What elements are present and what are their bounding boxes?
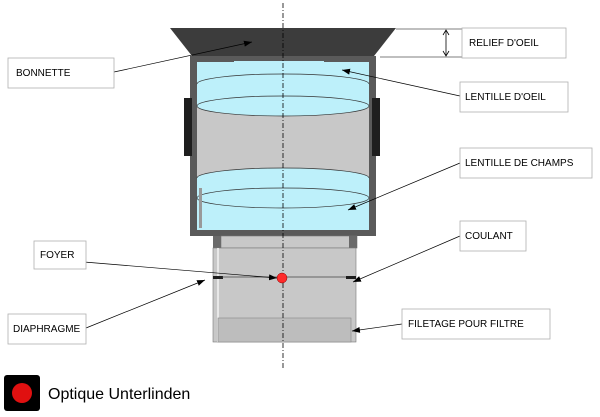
label-coulant: COULANT (459, 220, 527, 252)
barrel-stop-left (213, 236, 221, 248)
label-lentille-champs: LENTILLE DE CHAMPS (459, 147, 593, 179)
label-lentille-oeil: LENTILLE D'OEIL (459, 81, 569, 113)
diaphragm-right (346, 276, 356, 279)
filter-thread (217, 317, 352, 343)
label-coulant-text: COULANT (465, 231, 513, 242)
label-relief-oeil-text: RELIEF D'OEIL (469, 38, 539, 49)
eye-relief-dimension (380, 28, 462, 58)
leader-lentille-champs (347, 162, 461, 211)
label-lentille-oeil-text: LENTILLE D'OEIL (465, 92, 546, 103)
label-bonnette-text: BONNETTE (16, 68, 71, 79)
leader-bonnette (113, 40, 253, 73)
focus-point (276, 272, 288, 284)
label-diaphragme: DIAPHRAGME (7, 313, 87, 345)
label-diaphragme-text: DIAPHRAGME (13, 324, 81, 335)
housing-top-lug-right (324, 56, 376, 62)
label-filetage: FILETAGE POUR FILTRE (401, 308, 551, 340)
housing-top-lug-left (190, 56, 234, 62)
eyecup (170, 28, 396, 56)
leader-diaphragme (85, 279, 206, 329)
brand-name: Optique Unterlinden (48, 386, 190, 403)
grip-right (372, 98, 380, 156)
leader-filetage (351, 323, 403, 333)
leader-lentille-oeil (341, 68, 461, 97)
leader-coulant (352, 235, 461, 283)
label-relief-oeil: RELIEF D'OEIL (461, 27, 567, 59)
label-lentille-champs-text: LENTILLE DE CHAMPS (465, 158, 574, 169)
leader-foyer (83, 261, 278, 281)
grip-left (184, 98, 192, 156)
barrel-stop-right (349, 236, 357, 248)
housing-side-markings (199, 188, 202, 228)
label-foyer-text: FOYER (40, 250, 74, 261)
label-bonnette: BONNETTE (7, 57, 115, 89)
diaphragm-left (213, 276, 223, 279)
barrel-upper-step (220, 235, 358, 249)
label-filetage-text: FILETAGE POUR FILTRE (408, 319, 524, 330)
label-foyer: FOYER (33, 240, 87, 270)
brand-logo (4, 375, 40, 411)
